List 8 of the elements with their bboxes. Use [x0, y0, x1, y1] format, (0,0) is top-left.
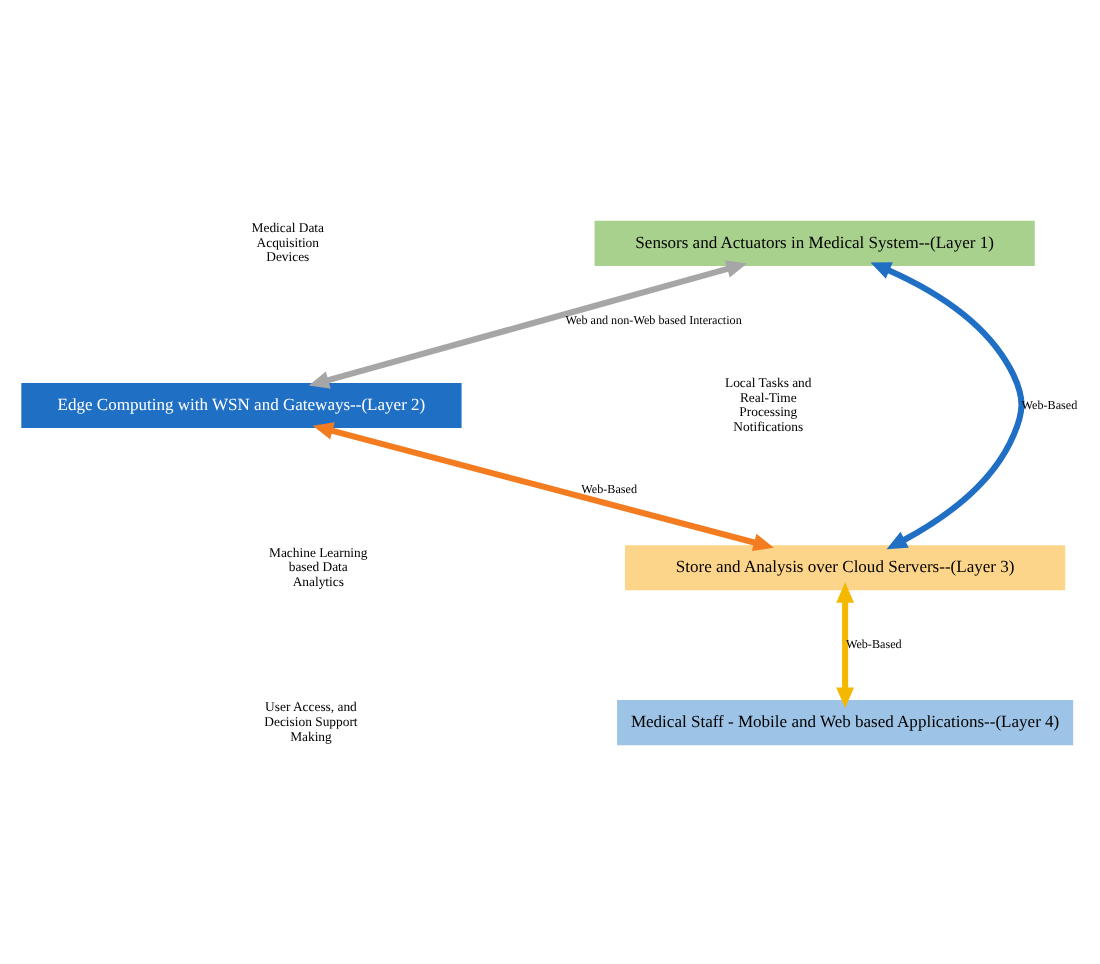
arrow	[870, 261, 1025, 549]
node-box: Edge Computing with WSN and Gateways--(Layer 2)	[21, 382, 462, 428]
arrow	[308, 259, 748, 388]
node-box: Sensors and Actuators in Medical System--(Layer 1)	[594, 219, 1035, 265]
node-box: Medical Staff - Mobile and Web based Applications--(Layer 4)	[617, 699, 1074, 745]
arrow	[312, 421, 774, 551]
arrow	[836, 581, 855, 707]
node-box: Store and Analysis over Cloud Servers--(Layer 3)	[625, 544, 1066, 590]
